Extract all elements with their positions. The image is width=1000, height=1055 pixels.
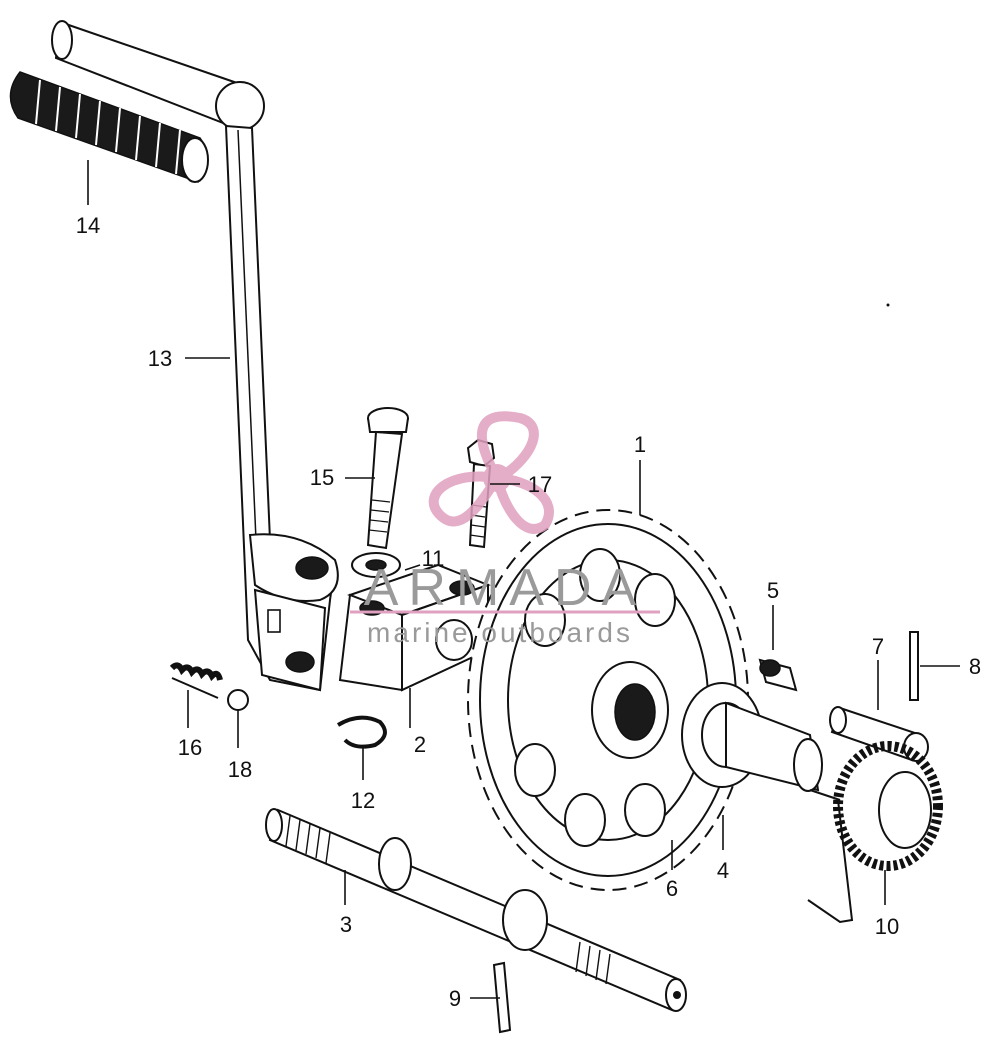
callout-7: 7 xyxy=(872,634,884,659)
callout-2: 2 xyxy=(414,732,426,757)
callout-9: 9 xyxy=(449,986,461,1011)
callout-16: 16 xyxy=(178,735,202,760)
part-10-return-spring xyxy=(807,741,943,924)
callout-14: 14 xyxy=(76,213,100,238)
part-18-ball xyxy=(227,689,249,711)
callout-1: 1 xyxy=(634,432,646,457)
part-12-circlip xyxy=(336,715,387,749)
part-11-washer xyxy=(351,552,401,578)
part-4-ratchet xyxy=(681,682,823,792)
callout-labels: 1 2 3 4 5 6 7 8 9 10 11 12 13 14 15 16 1… xyxy=(76,213,981,1011)
part-15-bolt xyxy=(366,407,409,550)
callout-13: 13 xyxy=(148,346,172,371)
leader-lines xyxy=(87,160,960,999)
callout-11: 11 xyxy=(422,546,445,571)
callout-17: 17 xyxy=(528,472,552,497)
callout-15: 15 xyxy=(310,465,334,490)
callout-6: 6 xyxy=(666,876,678,901)
callout-4: 4 xyxy=(717,858,729,883)
watermark-tagline: marine outboards xyxy=(367,617,633,648)
part-9-pin xyxy=(492,961,512,1034)
part-3-spindle xyxy=(265,808,687,1012)
callout-18: 18 xyxy=(228,757,252,782)
part-16-spring xyxy=(169,662,223,699)
part-8-pin xyxy=(909,631,919,701)
part-5-pawl xyxy=(758,658,798,692)
callout-12: 12 xyxy=(351,788,375,813)
part-14-grip xyxy=(9,71,209,183)
callout-8: 8 xyxy=(969,654,981,679)
speck xyxy=(886,303,890,307)
part-13-kick-lever xyxy=(51,20,339,692)
watermark-logo xyxy=(428,411,554,534)
watermark-brand: ARMADA xyxy=(364,559,646,617)
callout-3: 3 xyxy=(340,912,352,937)
callout-5: 5 xyxy=(767,578,779,603)
part-7-collar xyxy=(829,706,929,762)
callout-10: 10 xyxy=(875,914,899,939)
